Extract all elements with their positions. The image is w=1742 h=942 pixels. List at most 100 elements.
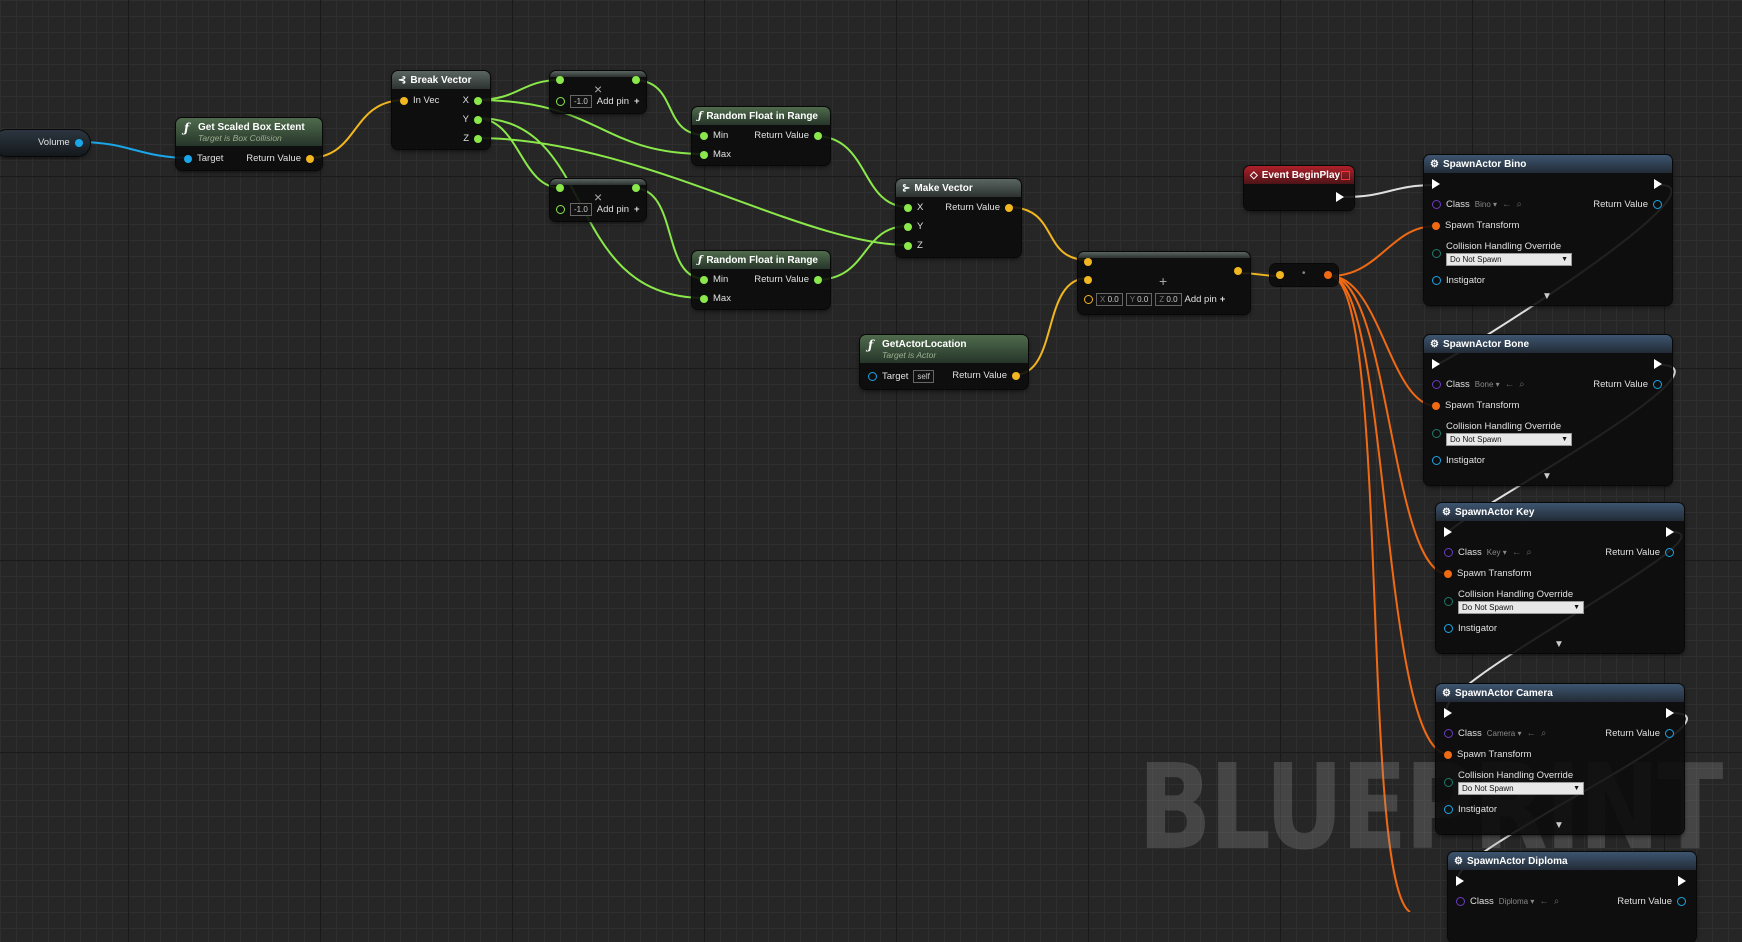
exec-output-pin[interactable] (1666, 527, 1674, 537)
add-pin-label[interactable]: Add pin (596, 204, 630, 215)
return-value-pin[interactable] (1677, 897, 1686, 906)
spawn-actor-node[interactable]: ⚙ SpawnActor Diploma Class Diploma ▾ ← ⌕… (1448, 852, 1696, 942)
browse-arrow-icon[interactable]: ← (1526, 728, 1536, 739)
collision-pin[interactable] (1444, 778, 1453, 787)
spawn-actor-node[interactable]: ⚙ SpawnActor Bone Class Bone ▾ ← ⌕ Retur… (1424, 335, 1672, 485)
break-vector-node[interactable]: ⊰ Break Vector In Vec X Y Z (392, 71, 490, 149)
expand-chevron-icon[interactable]: ▼ (1554, 820, 1564, 831)
exec-output-pin[interactable] (1654, 359, 1662, 369)
browse-arrow-icon[interactable]: ← (1511, 547, 1522, 558)
b-input-pin[interactable] (556, 205, 565, 214)
b-input-pin[interactable] (1084, 276, 1092, 284)
search-icon[interactable]: ⌕ (1540, 728, 1547, 739)
exec-output-pin[interactable] (1666, 708, 1674, 718)
z-output-pin[interactable] (474, 134, 482, 143)
min-pin[interactable] (700, 131, 708, 140)
max-pin[interactable] (700, 150, 708, 159)
exec-output-pin[interactable] (1654, 179, 1662, 189)
return-value-pin[interactable] (814, 275, 822, 284)
class-pin[interactable] (1444, 729, 1453, 738)
output-pin[interactable] (632, 184, 640, 192)
a-input-pin[interactable] (556, 184, 564, 192)
browse-arrow-icon[interactable]: ← (1502, 199, 1512, 210)
in-vec-pin[interactable] (400, 96, 408, 105)
plus-icon[interactable]: + (634, 204, 640, 215)
a-input-pin[interactable] (1084, 258, 1092, 266)
return-value-pin[interactable] (1653, 200, 1662, 209)
target-input-pin[interactable] (868, 372, 877, 381)
make-vector-node[interactable]: ⊱ Make Vector X Return Value Y Z (896, 179, 1021, 257)
multiply-node-2[interactable]: × -1.0 Add pin + (550, 179, 646, 221)
target-input-pin[interactable] (184, 154, 192, 163)
return-value-pin[interactable] (1665, 548, 1674, 557)
spawn-transform-pin[interactable] (1444, 750, 1452, 759)
spawn-actor-node[interactable]: ⚙ SpawnActor Camera Class Camera ▾ ← ⌕ R… (1436, 684, 1684, 834)
volume-variable-node[interactable]: Volume (0, 130, 90, 156)
class-selector[interactable]: Camera ▾ (1486, 729, 1522, 738)
return-value-pin[interactable] (1012, 371, 1020, 380)
search-icon[interactable]: ⌕ (1519, 379, 1525, 390)
collision-handling-dropdown[interactable]: Do Not Spawn (1446, 253, 1572, 266)
volume-output-pin[interactable] (74, 138, 83, 147)
return-value-pin[interactable] (1005, 203, 1013, 212)
multiply-node-1[interactable]: × -1.0 Add pin + (550, 71, 646, 113)
output-pin[interactable] (632, 76, 640, 84)
return-value-pin[interactable] (1653, 380, 1662, 389)
expand-chevron-icon[interactable]: ▼ (1542, 291, 1552, 302)
x-value-field[interactable]: X 0.0 (1096, 293, 1123, 306)
a-input-pin[interactable] (556, 76, 564, 84)
class-selector[interactable]: Key ▾ (1486, 548, 1507, 557)
location-input-pin[interactable] (1276, 271, 1284, 279)
random-float-in-range-node-2[interactable]: ƒ Random Float in Range Min Return Value… (692, 251, 830, 309)
collision-handling-dropdown[interactable]: Do Not Spawn (1446, 433, 1572, 446)
instigator-pin[interactable] (1432, 276, 1441, 285)
search-icon[interactable]: ⌕ (1526, 547, 1532, 558)
self-field[interactable]: self (913, 370, 934, 383)
class-pin[interactable] (1432, 380, 1441, 389)
y-input-pin[interactable] (904, 222, 912, 231)
return-value-pin[interactable] (814, 131, 822, 140)
collision-pin[interactable] (1432, 429, 1441, 438)
event-begin-play-node[interactable]: ◇ Event BeginPlay (1244, 166, 1354, 210)
exec-output-pin[interactable] (1336, 192, 1344, 202)
random-float-in-range-node-1[interactable]: ƒ Random Float in Range Min Return Value… (692, 107, 830, 165)
b-value-field[interactable]: -1.0 (570, 95, 592, 108)
y-value-field[interactable]: Y 0.0 (1125, 293, 1153, 306)
z-input-pin[interactable] (904, 241, 912, 250)
collision-handling-dropdown[interactable]: Do Not Spawn (1458, 782, 1584, 795)
browse-arrow-icon[interactable]: ← (1539, 896, 1549, 907)
class-selector[interactable]: Diploma ▾ (1498, 897, 1535, 906)
class-pin[interactable] (1456, 897, 1465, 906)
collision-pin[interactable] (1432, 249, 1441, 258)
x-input-pin[interactable] (904, 203, 912, 212)
exec-input-pin[interactable] (1432, 359, 1440, 369)
add-pin-label[interactable]: Add pin (1184, 294, 1217, 305)
return-value-pin[interactable] (306, 154, 314, 163)
make-transform-node[interactable]: • (1270, 264, 1338, 286)
spawn-actor-node[interactable]: ⚙ SpawnActor Key Class Key ▾ ← ⌕ Return … (1436, 503, 1684, 653)
z-value-field[interactable]: Z 0.0 (1155, 293, 1182, 306)
collision-pin[interactable] (1444, 597, 1453, 606)
exec-input-pin[interactable] (1432, 179, 1440, 189)
class-pin[interactable] (1432, 200, 1441, 209)
search-icon[interactable]: ⌕ (1553, 896, 1560, 907)
plus-icon[interactable]: + (1219, 294, 1226, 305)
plus-icon[interactable]: + (634, 96, 640, 107)
get-actor-location-node[interactable]: ƒ GetActorLocation Target is Actor Targe… (860, 335, 1028, 389)
exec-output-pin[interactable] (1678, 876, 1686, 886)
expand-chevron-icon[interactable]: ▼ (1542, 471, 1552, 482)
add-pin-label[interactable]: Add pin (596, 96, 630, 107)
output-pin[interactable] (1234, 267, 1242, 275)
exec-input-pin[interactable] (1444, 708, 1452, 718)
c-input-pin[interactable] (1084, 295, 1093, 304)
browse-arrow-icon[interactable]: ← (1504, 379, 1515, 390)
search-icon[interactable]: ⌕ (1516, 199, 1522, 210)
spawn-transform-pin[interactable] (1432, 401, 1440, 410)
class-selector[interactable]: Bino ▾ (1474, 200, 1498, 209)
class-pin[interactable] (1444, 548, 1453, 557)
expand-chevron-icon[interactable]: ▼ (1554, 639, 1564, 650)
max-pin[interactable] (700, 294, 708, 303)
spawn-transform-pin[interactable] (1432, 221, 1440, 230)
spawn-transform-pin[interactable] (1444, 569, 1452, 578)
get-scaled-box-extent-node[interactable]: ƒ Get Scaled Box Extent Target is Box Co… (176, 118, 322, 170)
